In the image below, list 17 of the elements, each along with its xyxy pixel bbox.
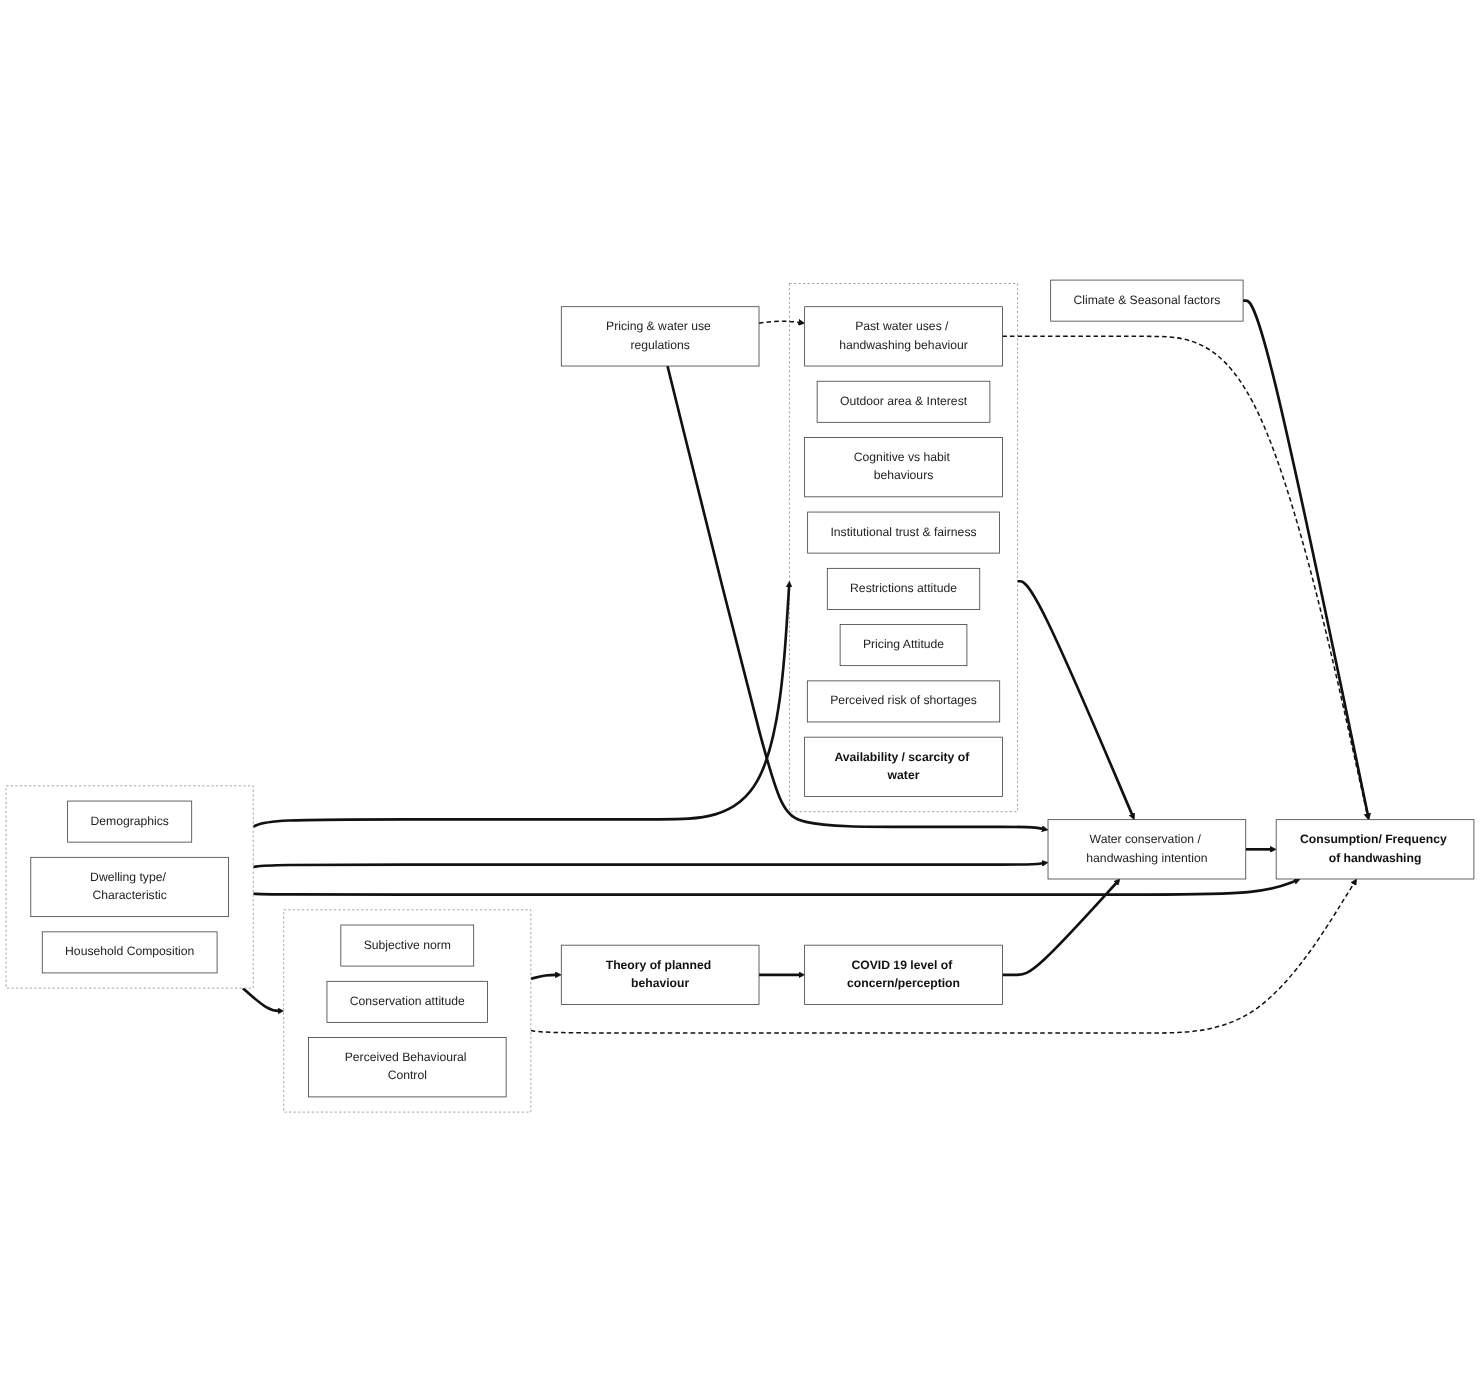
arrow <box>1002 878 1121 977</box>
arrow <box>666 365 1049 832</box>
arrow <box>530 878 1357 1034</box>
arrow <box>1017 579 1135 820</box>
cluster <box>789 283 1018 812</box>
arrow <box>1242 299 1371 820</box>
arrow <box>253 859 1049 869</box>
arrow <box>1245 845 1277 853</box>
arrow <box>530 971 562 980</box>
arrow <box>1001 335 1371 820</box>
arrow <box>242 987 284 1015</box>
arrow <box>253 878 1301 896</box>
arrow <box>758 318 805 326</box>
cluster <box>5 785 254 989</box>
arrow <box>759 971 805 979</box>
arrow <box>252 580 793 828</box>
cluster <box>283 909 532 1113</box>
